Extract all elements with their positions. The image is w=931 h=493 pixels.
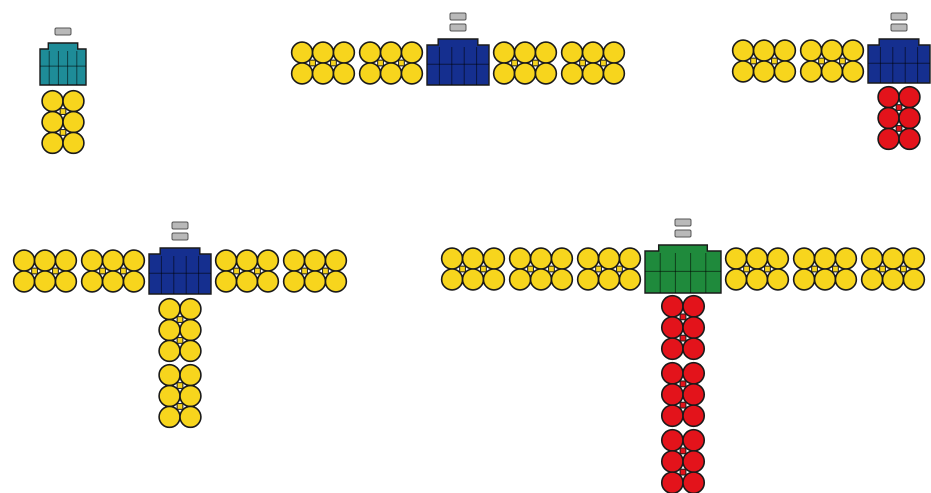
left-pack <box>510 248 573 290</box>
core-unit <box>40 28 86 85</box>
configuration-config-2 <box>292 13 625 85</box>
pack-connector <box>310 60 316 66</box>
cap-icon <box>450 13 466 20</box>
pack-connector <box>744 266 750 272</box>
bottom-pack <box>42 91 84 154</box>
pack-connector <box>680 469 686 475</box>
core-unit <box>868 13 930 83</box>
core-unit <box>149 222 211 294</box>
core-body <box>40 43 86 85</box>
pack-connector <box>580 60 586 66</box>
right-pack <box>794 248 857 290</box>
cap-icon <box>450 24 466 31</box>
pack-connector <box>302 268 308 274</box>
pack-connector <box>901 266 907 272</box>
pack-connector <box>680 402 686 408</box>
cap-icon <box>891 24 907 31</box>
pack-connector <box>549 266 555 272</box>
pack-connector <box>896 105 902 111</box>
right-pack <box>494 42 557 84</box>
pack-connector <box>601 60 607 66</box>
pack-connector <box>512 60 518 66</box>
pack-connector <box>32 268 38 274</box>
cap-icon <box>675 219 691 226</box>
pack-connector <box>833 266 839 272</box>
core-unit <box>427 13 489 85</box>
pack-connector <box>840 58 846 64</box>
pack-connector <box>680 335 686 341</box>
configuration-config-1 <box>40 28 86 153</box>
core-body <box>149 248 211 294</box>
core-body <box>868 39 930 83</box>
pack-connector <box>177 338 183 344</box>
right-pack <box>284 250 347 292</box>
pack-connector <box>533 60 539 66</box>
right-pack <box>726 248 789 290</box>
pack-connector <box>60 130 66 136</box>
pack-connector <box>596 266 602 272</box>
bottom-pack <box>662 430 704 493</box>
cap-icon <box>172 233 188 240</box>
left-pack <box>801 40 864 82</box>
left-pack <box>14 250 77 292</box>
pack-connector <box>323 268 329 274</box>
right-pack <box>216 250 279 292</box>
left-pack <box>82 250 145 292</box>
configuration-config-5 <box>442 219 925 493</box>
bottom-pack <box>159 299 201 362</box>
configuration-config-3 <box>733 13 930 149</box>
right-pack <box>862 248 925 290</box>
bottom-pack <box>878 87 920 150</box>
pack-connector <box>177 317 183 323</box>
left-pack <box>292 42 355 84</box>
pack-connector <box>100 268 106 274</box>
pack-connector <box>481 266 487 272</box>
pack-connector <box>772 58 778 64</box>
pack-connector <box>751 58 757 64</box>
pack-connector <box>53 268 59 274</box>
core-body <box>645 245 721 293</box>
pack-connector <box>617 266 623 272</box>
core-unit <box>645 219 721 293</box>
pack-connector <box>121 268 127 274</box>
cap-icon <box>55 28 71 35</box>
cap-icon <box>172 222 188 229</box>
left-pack <box>442 248 505 290</box>
pack-connector <box>331 60 337 66</box>
pack-connector <box>255 268 261 274</box>
bottom-pack <box>662 363 704 427</box>
pack-connector <box>399 60 405 66</box>
configuration-config-4 <box>14 222 347 427</box>
pack-connector <box>896 126 902 132</box>
pack-connector <box>880 266 886 272</box>
pack-connector <box>177 383 183 389</box>
pack-connector <box>234 268 240 274</box>
pack-connector <box>680 448 686 454</box>
left-pack <box>578 248 641 290</box>
pack-connector <box>177 404 183 410</box>
bottom-pack <box>159 365 201 428</box>
left-pack <box>360 42 423 84</box>
bottom-pack <box>662 296 704 360</box>
pack-connector <box>680 314 686 320</box>
right-pack <box>562 42 625 84</box>
cap-icon <box>675 230 691 237</box>
cap-icon <box>891 13 907 20</box>
pack-connector <box>812 266 818 272</box>
pack-connector <box>60 109 66 115</box>
core-body <box>427 39 489 85</box>
pack-connector <box>528 266 534 272</box>
left-pack <box>733 40 796 82</box>
pack-connector <box>378 60 384 66</box>
pack-connector <box>765 266 771 272</box>
pack-connector <box>819 58 825 64</box>
pack-connector <box>460 266 466 272</box>
pack-connector <box>680 381 686 387</box>
